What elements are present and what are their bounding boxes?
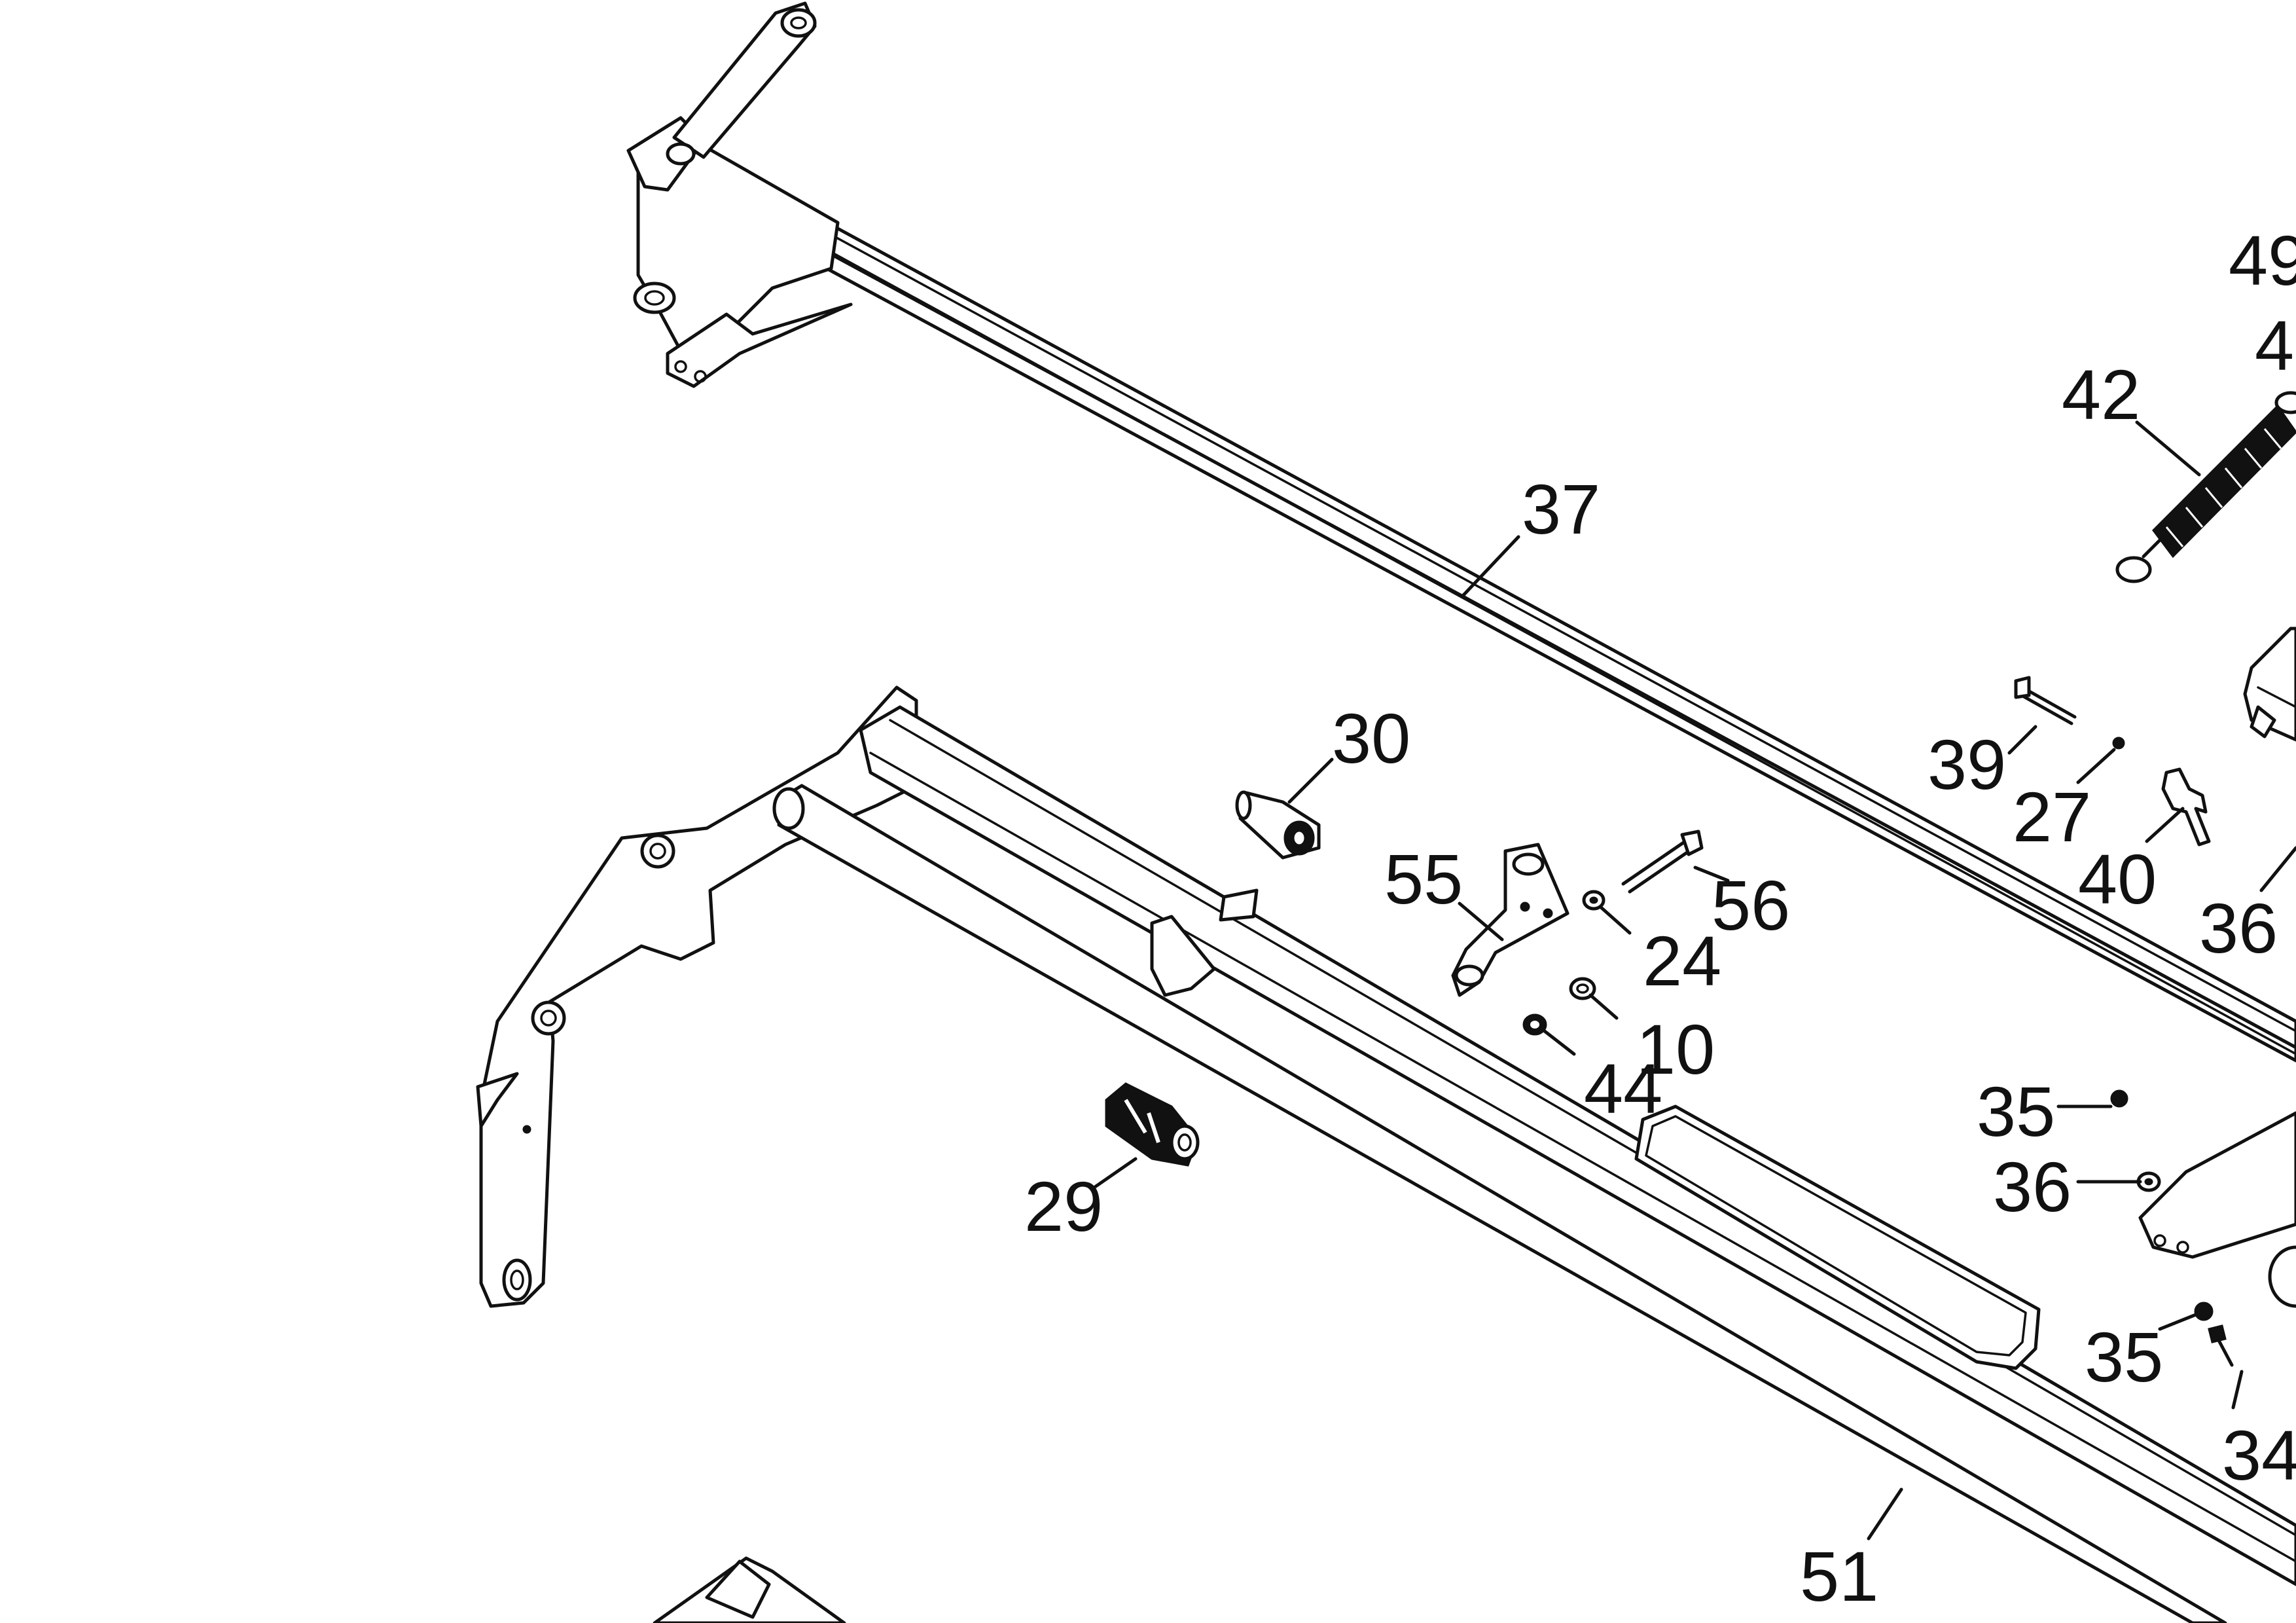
callout-35b: 35 xyxy=(2085,1317,2163,1396)
callout-24: 24 xyxy=(1643,921,1721,1000)
plate-55 xyxy=(1451,843,1570,997)
leader-lines xyxy=(1091,420,2296,1541)
callout-29: 29 xyxy=(1024,1167,1103,1246)
callout-56: 56 xyxy=(1712,866,1790,945)
callout-35a: 35 xyxy=(1977,1072,2055,1151)
callout-37: 37 xyxy=(1522,469,1600,549)
part-27-dot xyxy=(2112,737,2125,750)
callout-27: 27 xyxy=(2013,777,2091,856)
bolt-34 xyxy=(2208,1324,2234,1367)
clip-40 xyxy=(2161,767,2211,847)
pin-39 xyxy=(2014,676,2077,725)
lower-frame-assembly xyxy=(476,685,2296,1623)
callout-49: 49 xyxy=(2229,221,2296,300)
washer-10 xyxy=(1569,977,1596,1000)
callout-39: 39 xyxy=(1928,725,2006,804)
callout-36b: 36 xyxy=(1993,1147,2072,1226)
right-clamp-block xyxy=(2243,627,2296,742)
callout-30: 30 xyxy=(1332,699,1410,778)
callout-42: 42 xyxy=(2062,355,2140,434)
callout-10: 10 xyxy=(1636,1010,1715,1089)
upper-frame-bar xyxy=(626,1,2296,1063)
callout-36a: 36 xyxy=(2199,888,2278,968)
fitting-29 xyxy=(1105,1082,1200,1167)
washer-24 xyxy=(1582,890,1605,911)
callout-48: 48 xyxy=(2255,306,2296,385)
callout-labels: 49 48 42 37 30 39 27 55 56 40 24 36 10 4… xyxy=(1024,221,2296,1616)
nut-44 xyxy=(1522,1013,1547,1036)
callout-40: 40 xyxy=(2078,839,2157,919)
nut-35a xyxy=(2110,1089,2128,1108)
callout-55: 55 xyxy=(1384,839,1463,919)
callout-51: 51 xyxy=(1800,1537,1878,1616)
nut-35b xyxy=(2194,1302,2214,1321)
fitting-30 xyxy=(1235,790,1321,860)
callout-44: 44 xyxy=(1584,1049,1662,1128)
bolt-56 xyxy=(1621,830,1704,894)
spring-part xyxy=(2115,391,2296,583)
callout-34: 34 xyxy=(2222,1415,2296,1495)
